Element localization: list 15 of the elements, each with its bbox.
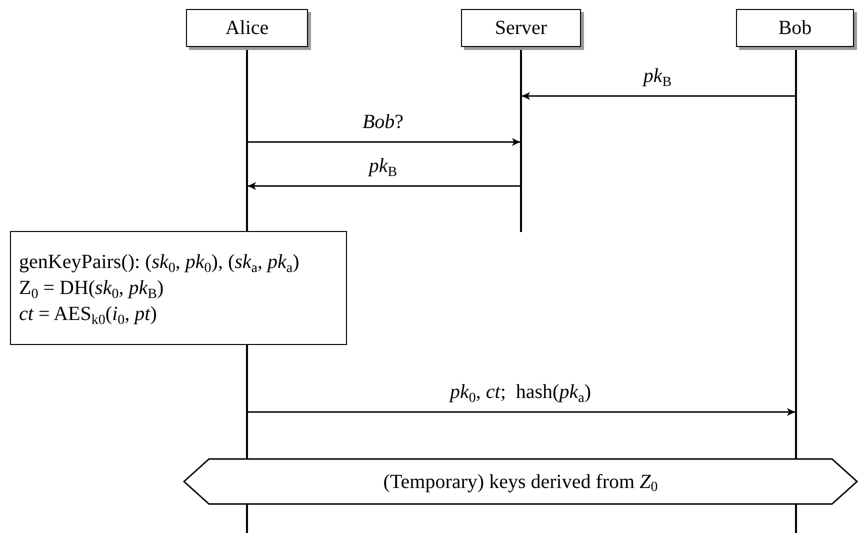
participant-box: Server <box>461 9 581 47</box>
lifeline <box>795 47 797 533</box>
band-text: (Temporary) keys derived from Z$_{0}$ <box>383 470 658 496</box>
note-text: Z$_{0}$ = DH(sk$_{0}$, pk$_{B}$) <box>19 276 165 301</box>
note-box <box>10 231 347 345</box>
note-text: ct = AES$_{k0}$(i$_{0}$, pt) <box>19 302 158 327</box>
hexagon-band <box>183 458 858 505</box>
note-text: genKeyPairs(): (sk$_{0}$, pk$_{0}$), (sk$_{a}$, pk$_{a}$) <box>19 250 300 275</box>
participant-box: Alice <box>186 9 308 47</box>
lifeline <box>520 47 522 232</box>
participant-box: Bob <box>736 9 854 47</box>
message-arrow <box>248 138 520 146</box>
message-arrow <box>248 182 520 190</box>
message-arrow <box>248 408 795 416</box>
message-arrow <box>522 92 795 100</box>
